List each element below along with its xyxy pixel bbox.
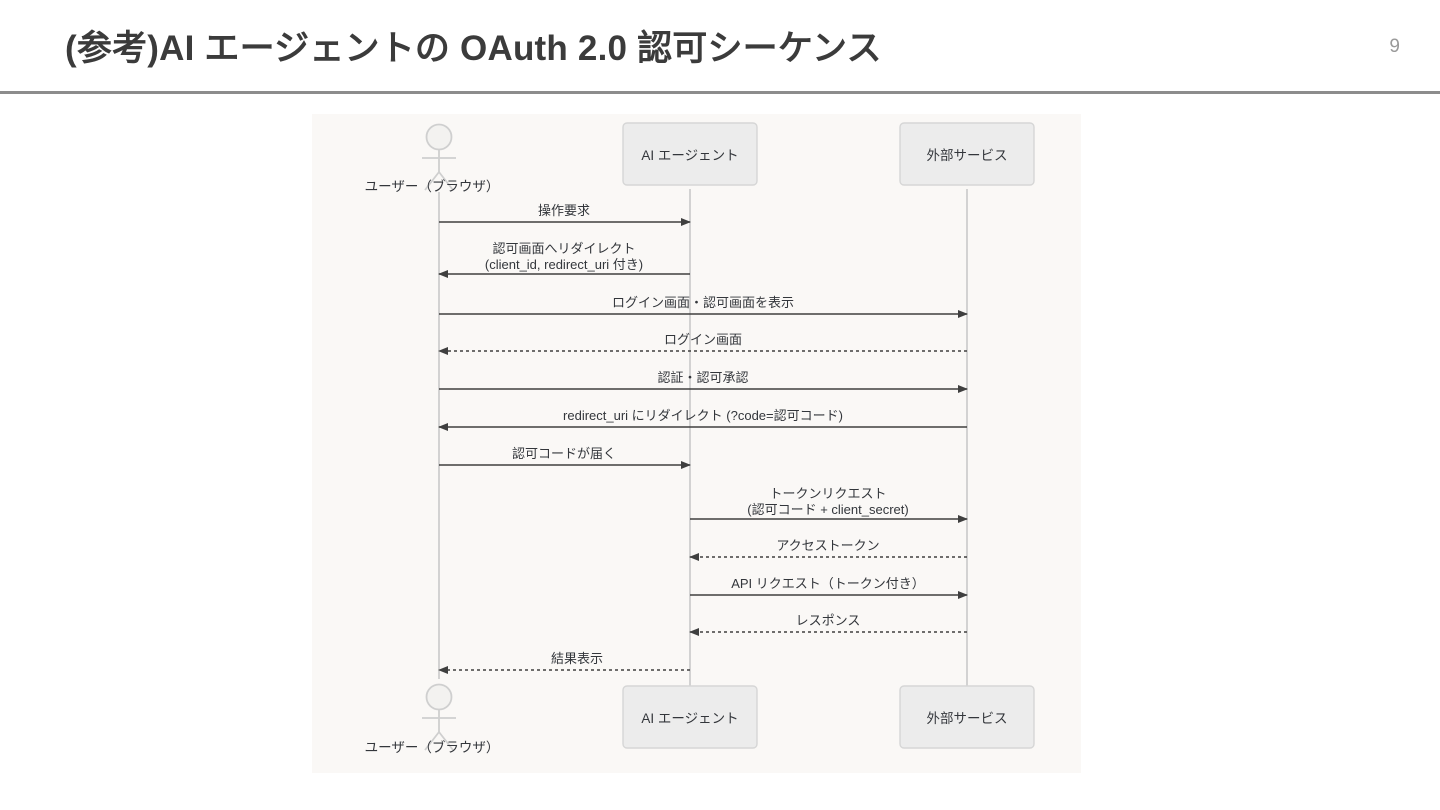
participant-agent-top: AI エージェント xyxy=(622,122,758,186)
message-9: アクセストークン xyxy=(689,538,967,561)
actor-user-bottom-label: ユーザー（ブラウザ） xyxy=(365,739,500,755)
participant-service-bottom: 外部サービス xyxy=(899,685,1035,749)
message-3: ログイン画面・認可画面を表示 xyxy=(439,295,968,318)
message-2-label-line1: 認可画面へリダイレクト xyxy=(492,241,635,256)
sequence-diagram-panel: ユーザー（ブラウザ） AI エージェント 外部サービス 操作要求 認可画面へリダ… xyxy=(312,114,1081,773)
message-2-label-line2: (client_id, redirect_uri 付き) xyxy=(485,257,643,272)
message-4: ログイン画面 xyxy=(438,332,967,355)
message-8: トークンリクエスト (認可コード + client_secret) xyxy=(690,486,968,523)
participant-agent-bottom: AI エージェント xyxy=(622,685,758,749)
message-12-label: 結果表示 xyxy=(551,651,603,666)
message-11-label: レスポンス xyxy=(796,613,861,628)
message-1: 操作要求 xyxy=(439,203,691,226)
message-5-label: 認証・認可承認 xyxy=(657,370,748,385)
message-10: API リクエスト（トークン付き） xyxy=(690,576,968,599)
message-8-label-line2: (認可コード + client_secret) xyxy=(747,502,908,517)
message-9-label: アクセストークン xyxy=(776,538,879,553)
message-8-label-line1: トークンリクエスト xyxy=(769,486,886,501)
actor-user-top-label: ユーザー（ブラウザ） xyxy=(365,178,500,194)
message-7: 認可コードが届く xyxy=(439,446,691,469)
sequence-diagram: ユーザー（ブラウザ） AI エージェント 外部サービス 操作要求 認可画面へリダ… xyxy=(365,122,1035,755)
participant-agent-top-label: AI エージェント xyxy=(641,148,738,163)
message-6-label: redirect_uri にリダイレクト (?code=認可コード) xyxy=(563,408,843,423)
page-title: (参考)AI エージェントの OAuth 2.0 認可シーケンス xyxy=(65,29,882,68)
actor-user-top: ユーザー（ブラウザ） xyxy=(365,123,500,194)
message-2: 認可画面へリダイレクト (client_id, redirect_uri 付き) xyxy=(438,241,690,278)
header-divider xyxy=(0,91,1440,94)
message-12: 結果表示 xyxy=(438,651,690,674)
participant-service-top: 外部サービス xyxy=(899,122,1035,186)
participant-service-top-label: 外部サービス xyxy=(927,148,1008,163)
slide-header: (参考)AI エージェントの OAuth 2.0 認可シーケンス 9 xyxy=(0,0,1440,94)
message-1-label: 操作要求 xyxy=(538,203,590,218)
message-5: 認証・認可承認 xyxy=(439,370,968,393)
message-3-label: ログイン画面・認可画面を表示 xyxy=(612,295,794,310)
page-number: 9 xyxy=(1389,36,1400,57)
message-6: redirect_uri にリダイレクト (?code=認可コード) xyxy=(438,408,967,431)
actor-user-bottom: ユーザー（ブラウザ） xyxy=(365,683,500,755)
message-11: レスポンス xyxy=(689,613,967,636)
message-10-label: API リクエスト（トークン付き） xyxy=(731,576,925,591)
message-7-label: 認可コードが届く xyxy=(512,446,616,461)
participant-agent-bottom-label: AI エージェント xyxy=(641,711,738,726)
message-4-label: ログイン画面 xyxy=(664,332,742,347)
participant-service-bottom-label: 外部サービス xyxy=(927,711,1008,726)
